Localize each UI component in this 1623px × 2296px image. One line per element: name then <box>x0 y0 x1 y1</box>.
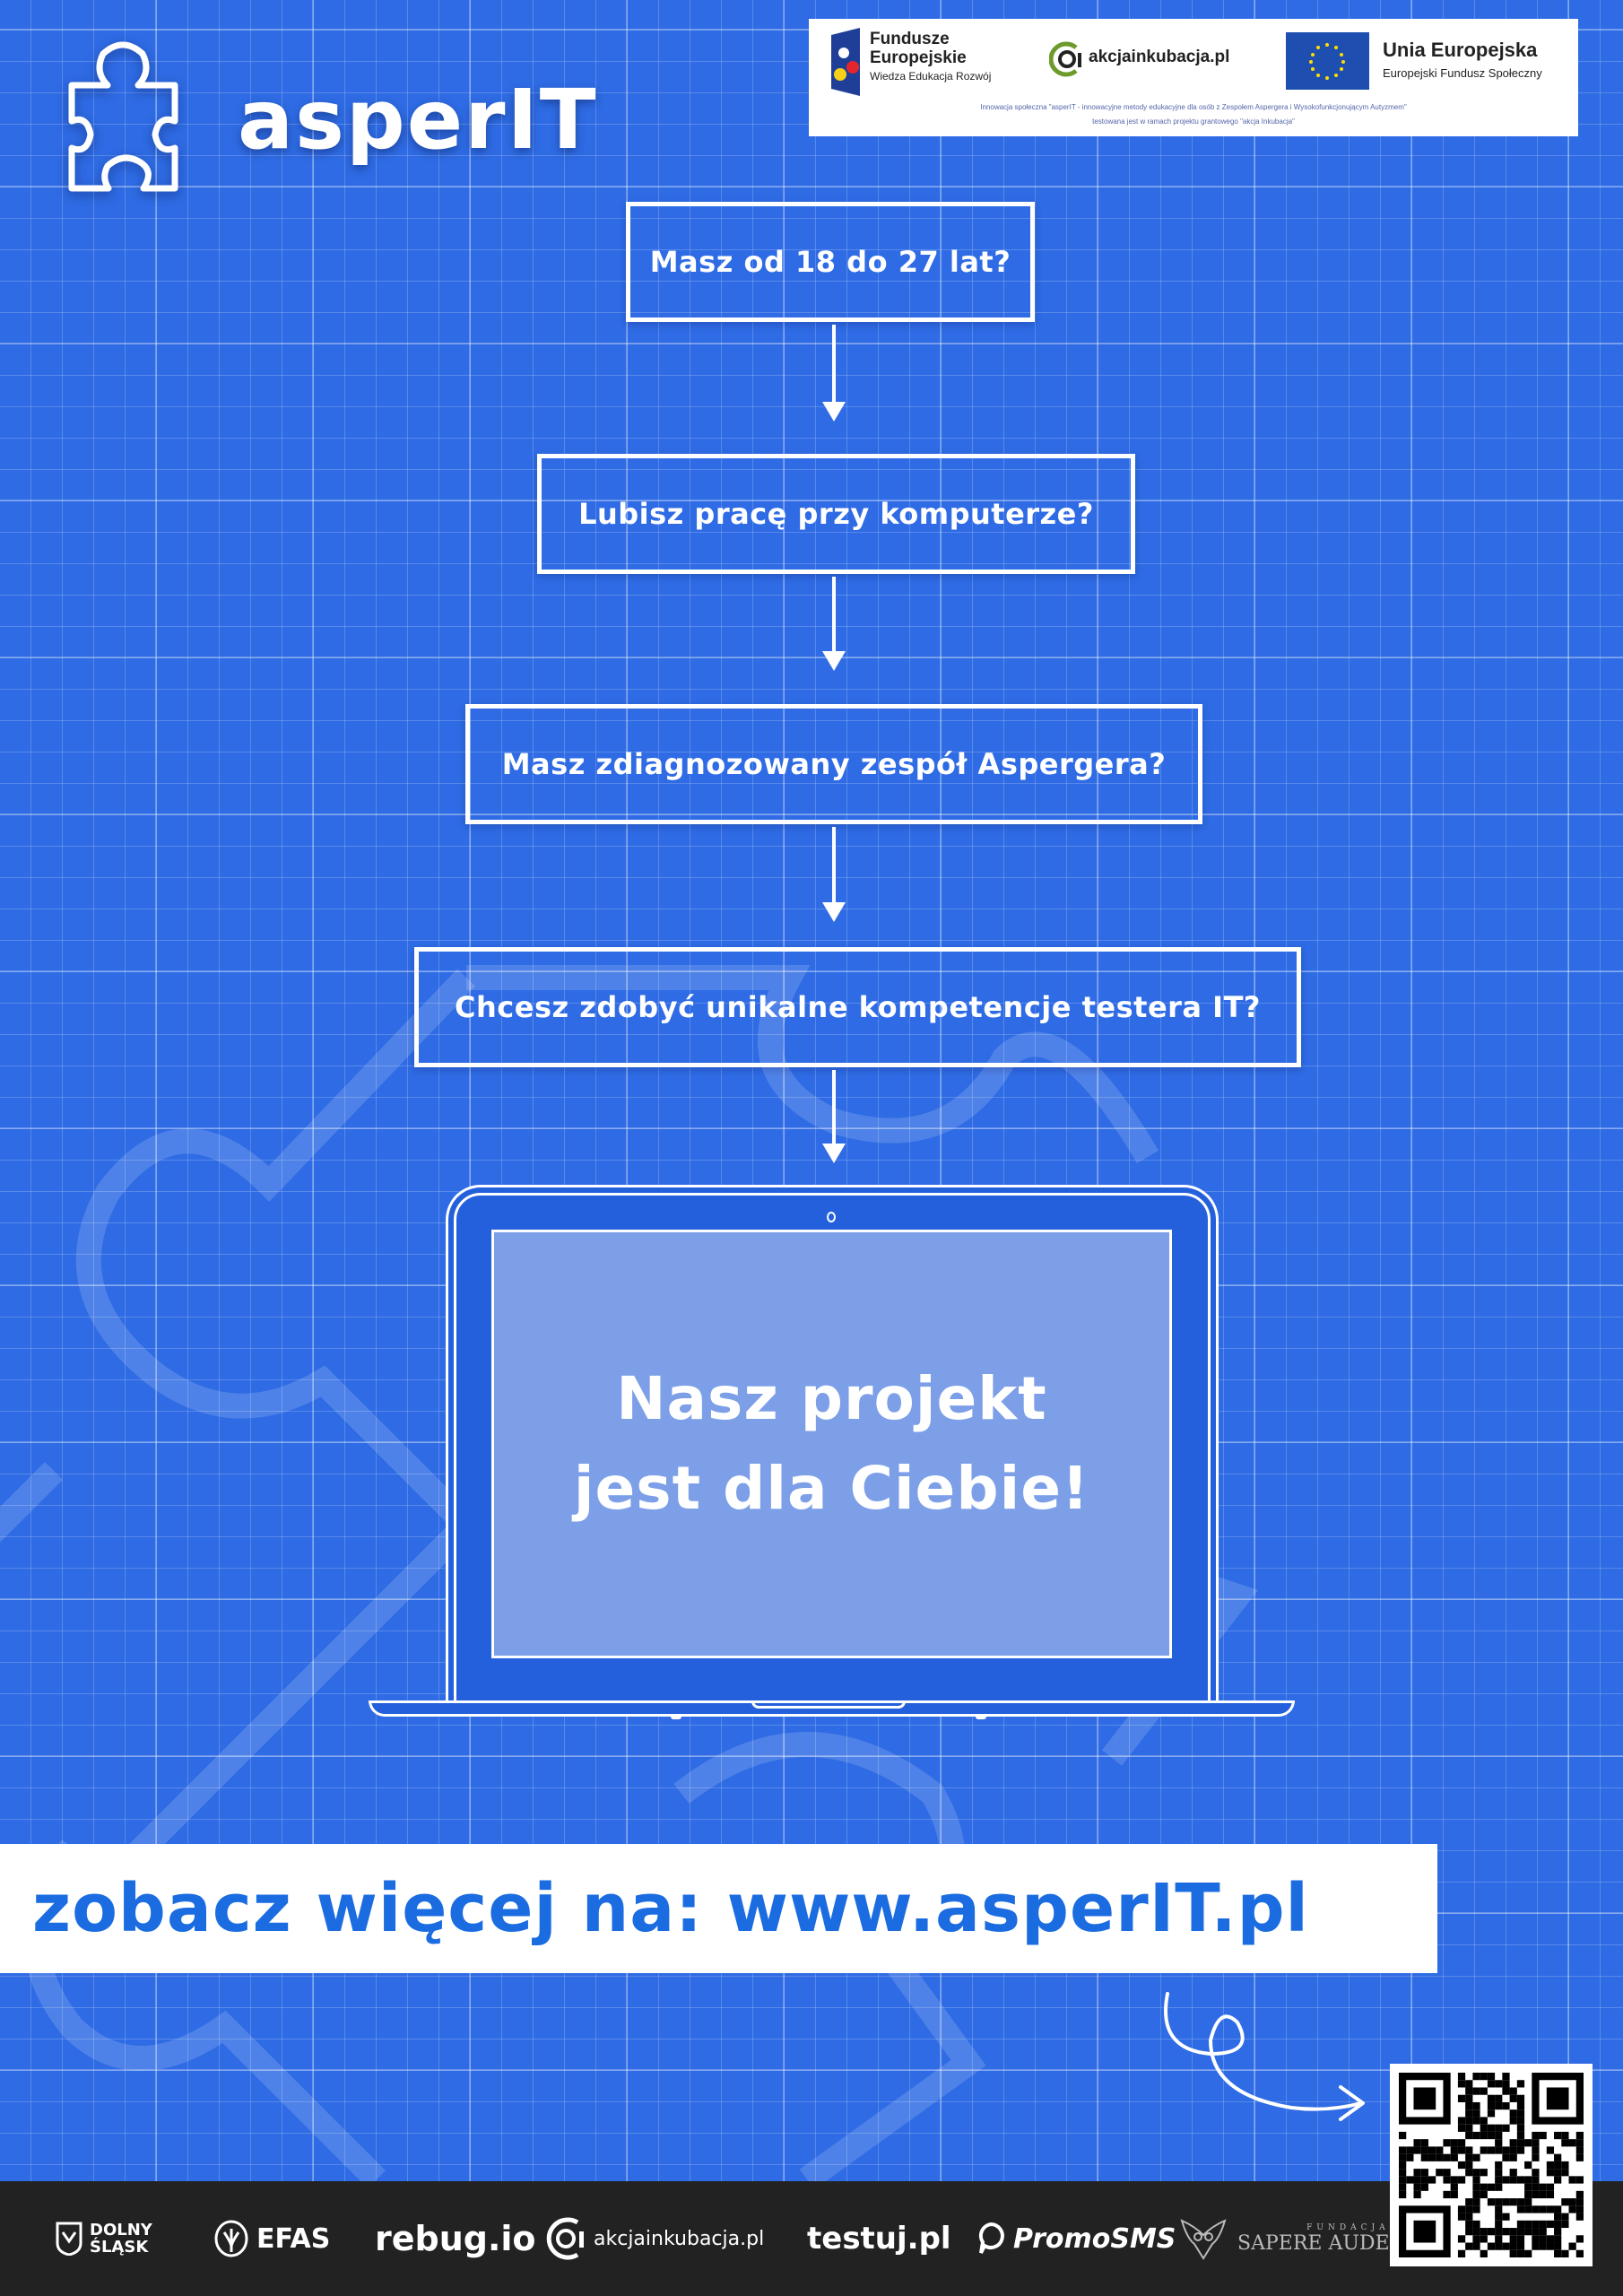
fe-title-1: Fundusze <box>870 30 950 48</box>
efas-logo-icon <box>214 2220 248 2257</box>
partner-fundacja: FUNDACJA <box>1306 2222 1390 2232</box>
partner-rebug-text: rebug.io <box>375 2219 536 2258</box>
puzzle-icon <box>68 41 178 192</box>
partner-akcjainkubacja: akcjainkubacja.pl <box>545 2215 764 2262</box>
partner-promosms: PromoSMS <box>976 2215 1176 2262</box>
partner-testuj: testuj.pl <box>807 2215 951 2262</box>
laptop-foot <box>976 1714 986 1719</box>
arrow-down-icon <box>822 827 846 922</box>
akcjainkubacja-logo-icon <box>1049 41 1081 77</box>
curly-arrow-icon <box>1164 1992 1365 2121</box>
fe-subtitle: Wiedza Edukacja Rozwój <box>870 70 992 83</box>
partner-testuj-text: testuj.pl <box>807 2221 951 2257</box>
partners-footer <box>0 2181 1623 2296</box>
akcjainkubacja-text: akcjainkubacja.pl <box>1089 48 1230 66</box>
partner-efas: EFAS <box>213 2215 330 2262</box>
fundusze-europejskie-logo-icon <box>831 28 860 96</box>
flow-step-competences: Chcesz zdobyć unikalne kompetencje teste… <box>414 947 1301 1067</box>
laptop-notch <box>751 1700 906 1709</box>
akcjainkubacja-logo-icon <box>546 2217 584 2260</box>
flow-step-computer: Lubisz pracę przy komputerze? <box>537 454 1135 574</box>
partner-slask: ŚLĄSK <box>90 2238 149 2257</box>
arrow-down-icon <box>822 325 846 422</box>
flow-step-age: Masz od 18 do 27 lat? <box>626 202 1035 322</box>
flow-step-diagnosis: Masz zdiagnozowany zespół Aspergera? <box>465 704 1202 824</box>
chat-bubble-icon <box>978 2222 1004 2254</box>
partner-rebug: rebug.io <box>375 2215 536 2262</box>
screen-headline-1: Nasz projekt <box>616 1364 1047 1433</box>
eu-title: Unia Europejska <box>1383 39 1538 61</box>
fe-title-2: Europejskie <box>870 48 967 67</box>
sponsor-panel: Fundusze Europejskie Wiedza Edukacja Roz… <box>809 19 1578 136</box>
partner-akcjainkubacja-text: akcjainkubacja.pl <box>594 2227 765 2250</box>
partner-sapere-aude-text: SAPERE AUDE <box>1237 2231 1390 2255</box>
partner-efas-text: EFAS <box>256 2222 331 2255</box>
arrow-down-icon <box>822 577 846 671</box>
brand-name: asperIT <box>238 72 598 168</box>
partner-promosms-text: PromoSMS <box>1013 2222 1176 2255</box>
partner-dolny: DOLNY <box>90 2221 152 2239</box>
laptop-camera-icon <box>827 1212 836 1222</box>
screen-headline-2: jest dla Ciebie! <box>573 1454 1090 1523</box>
qr-code[interactable] <box>1390 2064 1593 2266</box>
laptop-foot <box>671 1714 681 1719</box>
arrow-down-icon <box>822 1070 846 1163</box>
eu-subtitle: Europejski Fundusz Społeczny <box>1383 66 1542 80</box>
eu-flag-icon <box>1286 32 1369 90</box>
brand-logo <box>58 36 188 197</box>
qr-code-icon <box>1399 2073 1584 2257</box>
owl-icon <box>1180 2219 1227 2260</box>
laptop-screen: Nasz projekt jest dla Ciebie! <box>491 1230 1172 1658</box>
website-link[interactable]: zobacz więcej na: www.asperIT.pl <box>32 1870 1309 1947</box>
project-note-2: testowana jest w ramach projektu grantow… <box>1092 117 1295 126</box>
coat-of-arms-icon <box>56 2222 82 2256</box>
website-banner[interactable]: zobacz więcej na: www.asperIT.pl <box>0 1844 1437 1973</box>
project-note-1: Innowacja społeczna "asperIT - innowacyj… <box>980 103 1407 111</box>
